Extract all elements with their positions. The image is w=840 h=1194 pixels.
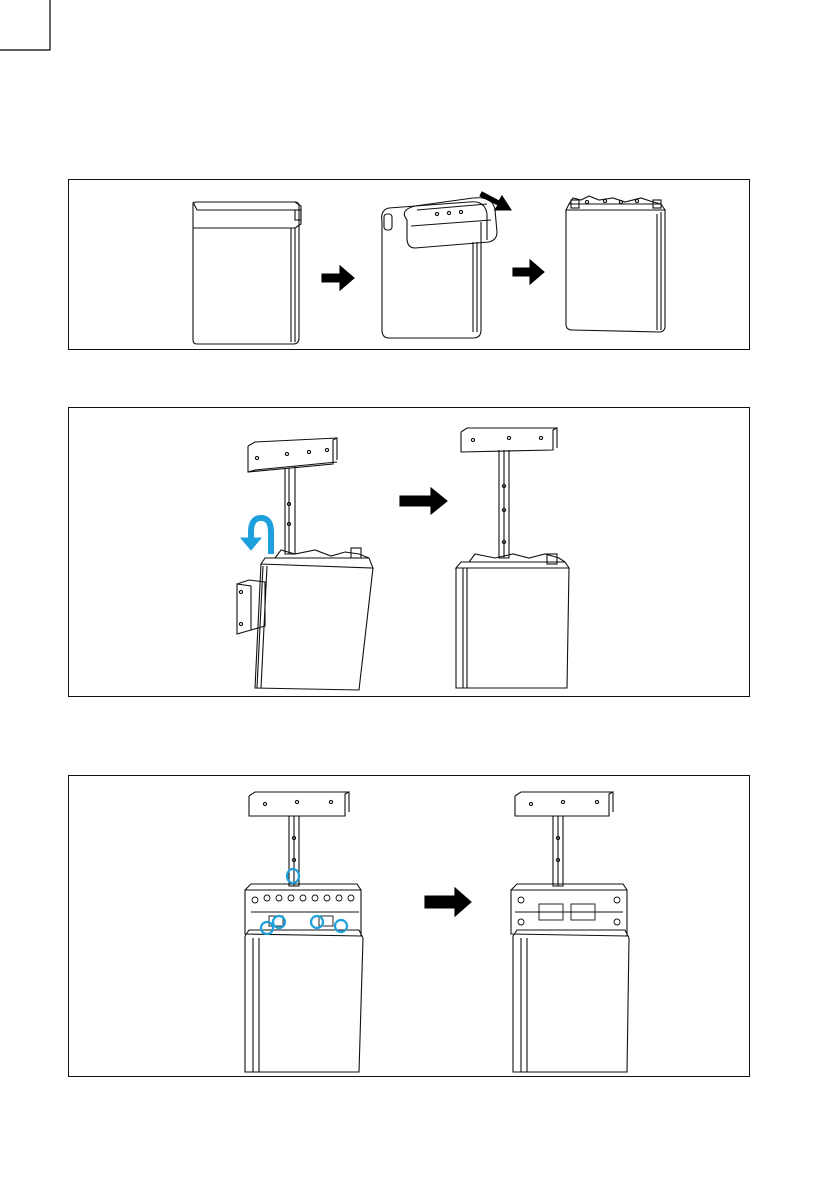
step-1-panel: [68, 179, 750, 350]
battery-with-cover: [193, 202, 301, 344]
step-3-illustration: [69, 776, 751, 1078]
step-3-panel: [68, 775, 750, 1077]
step-2-panel: [68, 407, 750, 697]
bracket-hooked-on-battery: [456, 428, 569, 688]
step-1-illustration: [69, 180, 751, 351]
arrow-right-icon: [400, 488, 447, 514]
arrow-right-icon: [513, 260, 544, 284]
battery-without-cover: [566, 196, 665, 332]
cover-removed: [382, 198, 497, 338]
arrow-right-icon: [322, 266, 354, 290]
bracket-secured: [511, 792, 629, 1072]
screw-highlight-icon: [261, 869, 347, 934]
arrow-right-icon: [425, 888, 471, 916]
hook-down-arrow-icon: [241, 518, 271, 554]
bracket-above-battery: [237, 438, 373, 690]
step-2-illustration: [69, 408, 751, 698]
